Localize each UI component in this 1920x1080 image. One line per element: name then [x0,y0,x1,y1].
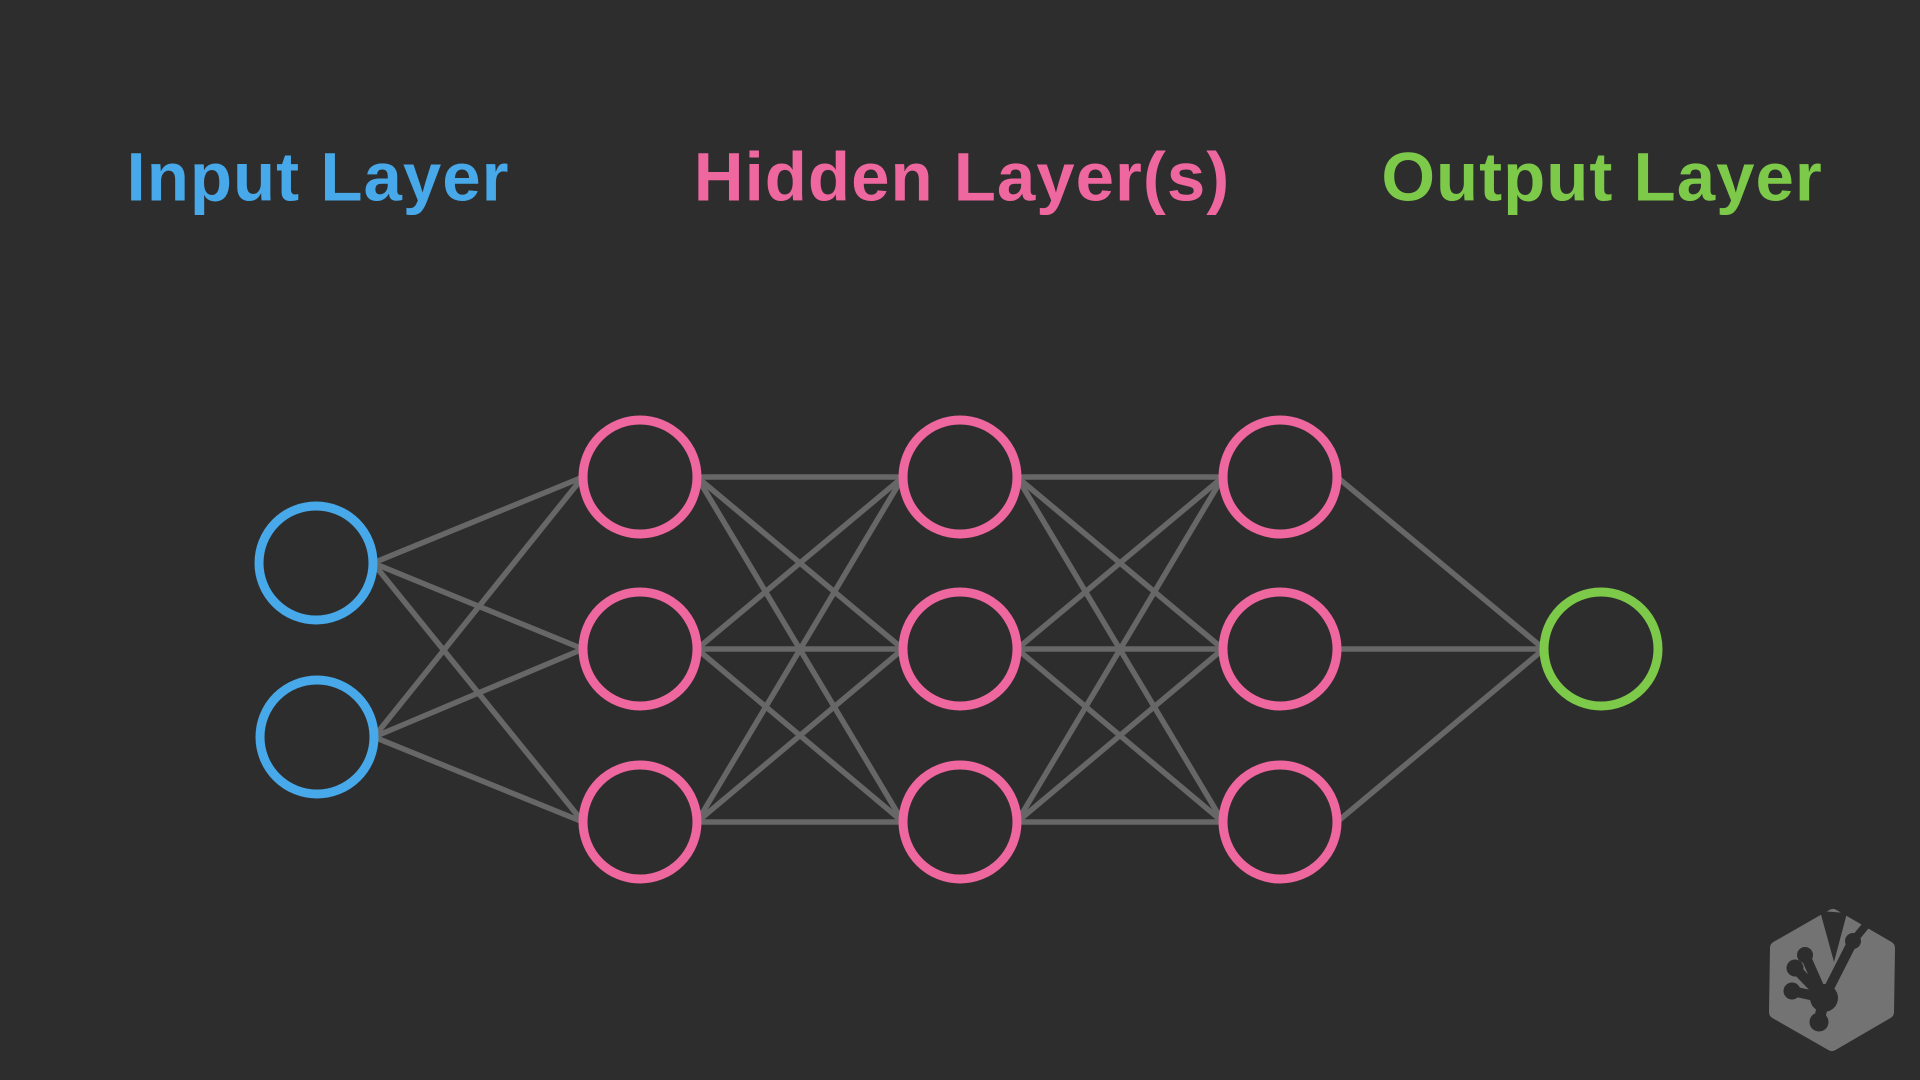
hidden-3-node-1 [1218,415,1342,539]
input-node-1 [254,501,378,625]
edge-input-2-to-hidden-1-2 [372,646,585,740]
output-layer-label: Output Layer [1381,138,1823,216]
edges-group [370,474,1546,825]
hidden-2-node-2 [898,587,1022,711]
hidden-1-node-2 [578,587,702,711]
edge-hidden-3-3-to-output-1 [1335,646,1546,825]
edge-hidden-2-3-to-hidden-3-1 [1014,475,1226,824]
hidden-3-node-3 [1218,760,1342,884]
hidden-layer-label: Hidden Layer(s) [693,138,1231,216]
input-layer-label: Input Layer [126,138,510,216]
frog-foot-cutout [1783,911,1876,1032]
edge-input-2-to-hidden-1-1 [371,475,586,739]
edge-hidden-2-3-to-hidden-3-2 [1015,646,1225,825]
edge-hidden-1-3-to-hidden-2-1 [694,475,906,824]
output-node-1 [1539,587,1663,711]
treefrog-logo-icon [1769,909,1895,1051]
edge-hidden-1-2-to-hidden-2-1 [695,474,905,652]
hidden-1-node-1 [578,415,702,539]
edge-hidden-3-1-to-output-1 [1335,474,1546,652]
hidden-1-node-3 [578,760,702,884]
input-node-2 [255,675,379,799]
hidden-2-node-1 [898,415,1022,539]
nodes-group [254,415,1663,884]
hidden-2-node-3 [898,760,1022,884]
hidden-3-node-2 [1218,587,1342,711]
edge-hidden-2-2-to-hidden-3-1 [1015,474,1225,652]
edge-hidden-1-3-to-hidden-2-2 [695,646,905,825]
edge-input-1-to-hidden-1-1 [371,474,585,566]
edge-input-2-to-hidden-1-3 [372,734,585,825]
